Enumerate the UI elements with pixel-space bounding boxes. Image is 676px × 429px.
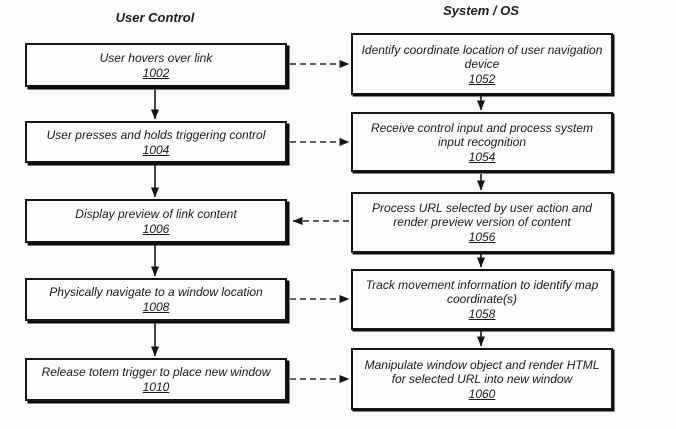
flow-box-1004: User presses and holds triggering contro… — [25, 121, 287, 163]
flow-box-1006: Display preview of link content 1006 — [25, 199, 287, 243]
flow-box-1052-ref: 1052 — [468, 71, 496, 86]
flow-box-1002-ref: 1002 — [142, 65, 170, 80]
flow-box-1004-ref: 1004 — [142, 142, 170, 157]
flow-box-1054-text: Receive control input and process system… — [370, 120, 594, 149]
flow-box-1060-text: Manipulate window object and render HTML… — [364, 357, 600, 386]
flow-box-1008-text: Physically navigate to a window location — [49, 285, 263, 299]
flow-box-1008: Physically navigate to a window location… — [25, 278, 287, 321]
flow-box-1058-ref: 1058 — [468, 307, 496, 321]
flow-box-1052: Identify coordinate location of user nav… — [351, 33, 613, 95]
flow-box-1060-ref: 1060 — [468, 386, 496, 401]
flow-box-1008-ref: 1008 — [142, 300, 170, 314]
flow-box-1060: Manipulate window object and render HTML… — [351, 348, 613, 410]
flow-box-1058: Track movement information to identify m… — [351, 269, 613, 330]
flow-box-1002: User hovers over link 1002 — [25, 43, 287, 87]
flow-box-1058-text: Track movement information to identify m… — [365, 278, 599, 306]
flow-box-1010-text: Release totem trigger to place new windo… — [41, 365, 271, 379]
flow-box-1002-text: User hovers over link — [99, 50, 213, 65]
flow-box-1006-ref: 1006 — [142, 221, 170, 236]
flow-box-1054-ref: 1054 — [468, 149, 496, 164]
flow-box-1010: Release totem trigger to place new windo… — [25, 358, 287, 401]
flow-box-1056-ref: 1056 — [468, 230, 496, 244]
flow-box-1004-text: User presses and holds triggering contro… — [46, 127, 266, 142]
column-header-system-os: System / OS — [443, 3, 519, 18]
flow-box-1056: Process URL selected by user action and … — [351, 192, 613, 253]
flow-box-1010-ref: 1010 — [142, 380, 170, 394]
flow-box-1006-text: Display preview of link content — [75, 206, 237, 221]
flow-box-1052-text: Identify coordinate location of user nav… — [361, 42, 603, 71]
flow-box-1054: Receive control input and process system… — [351, 112, 613, 172]
column-header-user-control: User Control — [115, 10, 195, 25]
flow-box-1056-text: Process URL selected by user action and … — [372, 201, 592, 229]
